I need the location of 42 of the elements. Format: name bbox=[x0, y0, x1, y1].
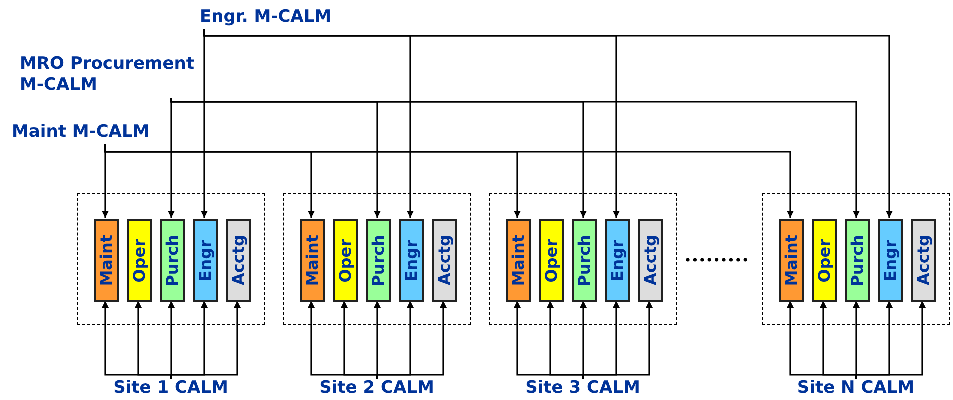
module-box: Acctg bbox=[226, 219, 251, 302]
module-box: Engr bbox=[878, 219, 903, 302]
arrow bbox=[820, 301, 857, 379]
module-box: Engr bbox=[193, 219, 218, 302]
site-label: Site 1 CALM bbox=[77, 379, 265, 399]
system-title: Maint M-CALM bbox=[12, 122, 162, 144]
arrow bbox=[855, 301, 926, 379]
site-label: Site N CALM bbox=[762, 379, 950, 399]
arrow bbox=[170, 97, 860, 218]
arrow bbox=[204, 28, 893, 218]
arrow bbox=[135, 301, 172, 379]
module-box: Maint bbox=[506, 219, 531, 302]
arrow bbox=[170, 301, 241, 379]
module-box: Maint bbox=[300, 219, 325, 302]
arrow bbox=[376, 301, 447, 379]
site-label: Site 3 CALM bbox=[489, 379, 677, 399]
module-box: Maint bbox=[779, 219, 804, 302]
arrow bbox=[582, 301, 653, 379]
module-box: Purch bbox=[160, 219, 185, 302]
site-group-box bbox=[77, 193, 265, 325]
module-box: Purch bbox=[845, 219, 870, 302]
module-box: Acctg bbox=[432, 219, 457, 302]
module-box: Acctg bbox=[638, 219, 663, 302]
module-box: Maint bbox=[94, 219, 119, 302]
site-label: Site 2 CALM bbox=[283, 379, 471, 399]
site-group-box bbox=[489, 193, 677, 325]
arrow bbox=[547, 301, 584, 379]
system-title: Engr. M-CALM bbox=[200, 7, 360, 29]
module-box: Engr bbox=[605, 219, 630, 302]
system-title: MRO Procurement M-CALM bbox=[20, 52, 200, 98]
module-box: Acctg bbox=[911, 219, 936, 302]
module-box: Purch bbox=[366, 219, 391, 302]
arrow bbox=[104, 144, 794, 218]
module-box: Oper bbox=[333, 219, 358, 302]
module-box: Oper bbox=[812, 219, 837, 302]
module-box: Oper bbox=[539, 219, 564, 302]
site-group-box bbox=[762, 193, 950, 325]
site-group-box bbox=[283, 193, 471, 325]
module-box: Engr bbox=[399, 219, 424, 302]
module-box: Oper bbox=[127, 219, 152, 302]
module-box: Purch bbox=[572, 219, 597, 302]
arrow bbox=[341, 301, 378, 379]
